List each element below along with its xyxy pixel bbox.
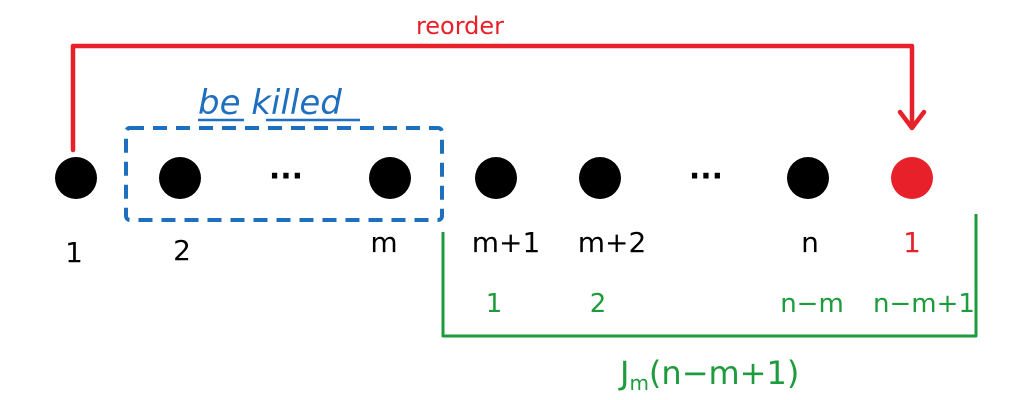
josephus-sub: m	[629, 371, 648, 395]
new-label-moved-1: n−m+1	[873, 289, 975, 319]
node-n	[787, 157, 829, 199]
label-node-m: m	[370, 226, 397, 259]
new-label-n: n−m	[780, 289, 844, 319]
node-m-plus-2	[579, 157, 621, 199]
killed-label: be killed	[198, 83, 342, 123]
ellipsis-right: ···	[689, 159, 723, 194]
josephus-base: J	[618, 354, 629, 392]
node-m-plus-1	[475, 157, 517, 199]
node-moved-1	[891, 157, 933, 199]
label-node-n: n	[801, 226, 819, 259]
renumber-bracket	[441, 214, 978, 338]
node-2	[159, 157, 201, 199]
ellipsis-left: ···	[269, 159, 303, 194]
node-m	[369, 157, 411, 199]
reorder-label: reorder	[416, 12, 504, 40]
josephus-label: Jm(n−m+1)	[618, 354, 799, 395]
label-node-2: 2	[173, 234, 191, 267]
label-node-m-plus-2: m+2	[578, 226, 647, 259]
new-label-m-plus-2: 2	[590, 289, 607, 319]
label-node-moved-1: 1	[903, 226, 921, 259]
reorder-arrowhead	[897, 109, 927, 131]
josephus-arg: (n−m+1)	[649, 354, 799, 392]
reorder-arrow-line	[70, 43, 915, 153]
node-1	[55, 157, 97, 199]
label-node-1: 1	[65, 236, 83, 269]
reorder-arrow	[70, 43, 927, 153]
new-label-m-plus-1: 1	[486, 289, 503, 319]
label-node-m-plus-1: m+1	[472, 226, 541, 259]
killed-box	[124, 126, 444, 222]
